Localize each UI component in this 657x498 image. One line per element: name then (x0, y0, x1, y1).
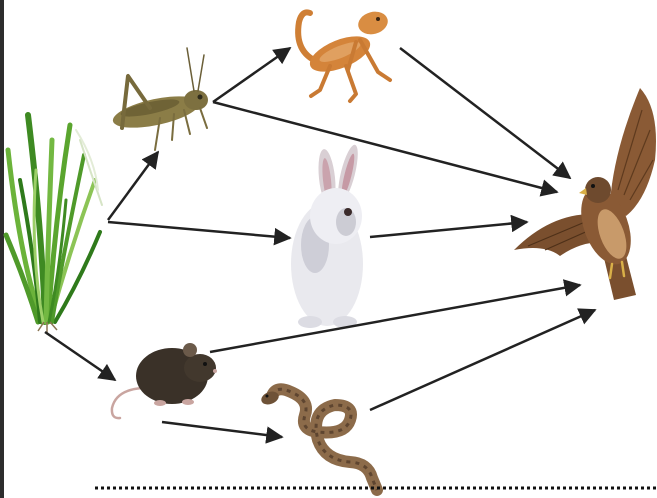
arrow-rabbit-to-hawk (370, 222, 527, 237)
grass-icon (6, 115, 102, 333)
grasshopper-icon (110, 48, 208, 150)
rabbit-icon (291, 143, 363, 328)
snake-icon (259, 389, 377, 490)
lizard-icon (298, 8, 390, 101)
arrow-grasshopper-to-hawk (213, 102, 557, 192)
arrow-grass-to-grasshopper (108, 152, 158, 220)
arrow-grasshopper-to-lizard (213, 48, 290, 102)
arrow-grass-to-mouse (45, 332, 115, 380)
hawk-icon (514, 88, 656, 300)
arrow-grass-to-rabbit (108, 222, 290, 238)
arrow-mouse-to-snake (162, 422, 282, 437)
mouse-icon (112, 343, 217, 418)
arrow-snake-to-hawk (370, 310, 595, 410)
